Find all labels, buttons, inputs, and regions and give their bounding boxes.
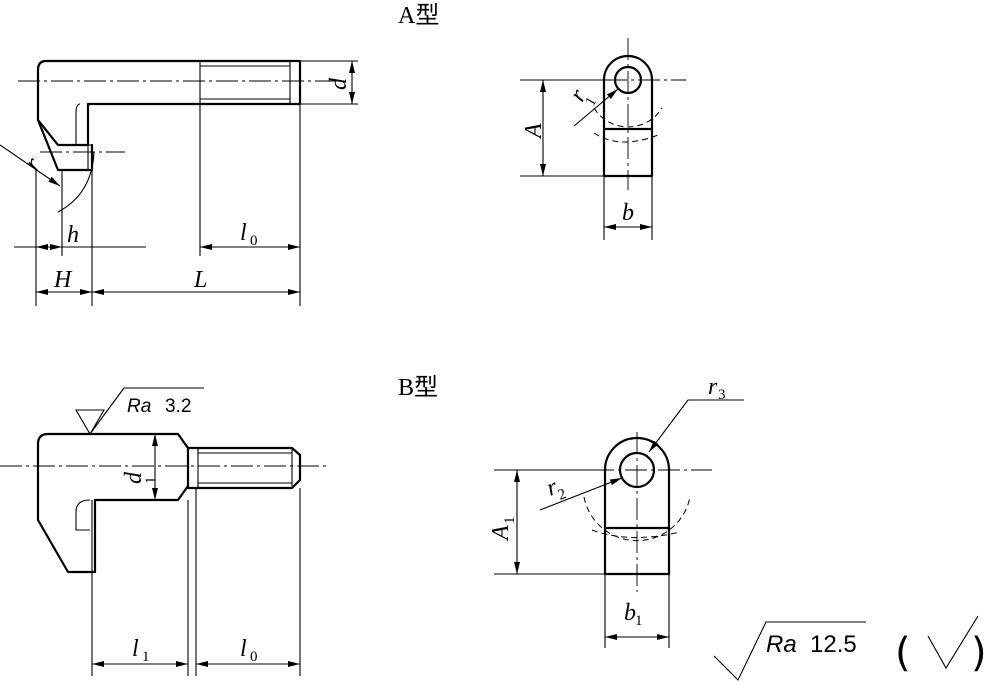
type-b-side-outline [603,436,671,576]
label-l0-a: l [240,220,247,246]
label-r2-sub: 2 [556,486,569,504]
type-a-radius-arc [57,151,95,213]
bracket-close: ) [971,630,987,676]
label-A1-sub: 1 [502,517,518,525]
label-l0-b-sub: 0 [250,649,258,665]
label-l1-sub: 1 [142,649,150,665]
label-r: r [20,152,47,175]
surface-finish-general [713,615,979,681]
type-a-side-outline [602,54,654,178]
type-b-side-view [494,399,744,648]
type-a-front-view [0,59,358,306]
label-l1: l [132,636,139,662]
type-a-side-view [520,38,686,240]
general-roughness-symbol [713,621,866,681]
type-a-r1-arc-lower [593,132,659,143]
ra-general-value: 12.5 [810,631,857,658]
label-l0-b: l [240,636,247,662]
label-h: h [67,222,79,248]
ra-general-prefix: Ra [766,631,797,658]
label-d1-sub: 1 [143,477,159,485]
label-b1-sub: 1 [635,613,643,629]
type-b-jaw-inner [75,499,91,531]
type-a-radius-leader [0,144,61,187]
type-b-r2-leader [539,477,623,511]
type-a-title: A型 [398,2,439,29]
surface-finish-local [75,387,204,436]
type-a-r1-arc-upper [593,107,663,128]
label-r1-sub: 1 [583,95,601,109]
ra-local-prefix: Ra [127,396,151,417]
label-r3-sub: 3 [718,387,726,403]
type-b-body-outline [36,432,190,574]
label-d1: d [121,471,147,484]
type-a-inner-fillet [75,103,81,145]
label-b: b [622,200,634,226]
type-b-r3-leader [648,399,689,453]
type-a-r1-leader [573,88,619,127]
label-b1: b [624,600,636,626]
label-A: A [521,123,547,140]
type-a-body-outline [36,59,302,147]
check-mark-icon [927,615,979,670]
label-d: d [326,77,352,90]
type-b-stud-outline [186,446,302,490]
type-b-r2-arc-lower [591,529,681,538]
label-l0-a-sub: 0 [250,233,258,249]
label-r3: r [708,374,718,400]
type-b-front-view [0,432,330,676]
type-b-r2-arc-upper [583,496,691,542]
label-L: L [193,267,207,293]
type-b-title: B型 [398,374,438,401]
label-A1: A [488,525,514,542]
bracket-open: ( [895,630,911,676]
label-H: H [53,267,73,293]
ra-local-value: 3.2 [165,396,191,417]
type-a-jaw-outline [36,118,94,172]
